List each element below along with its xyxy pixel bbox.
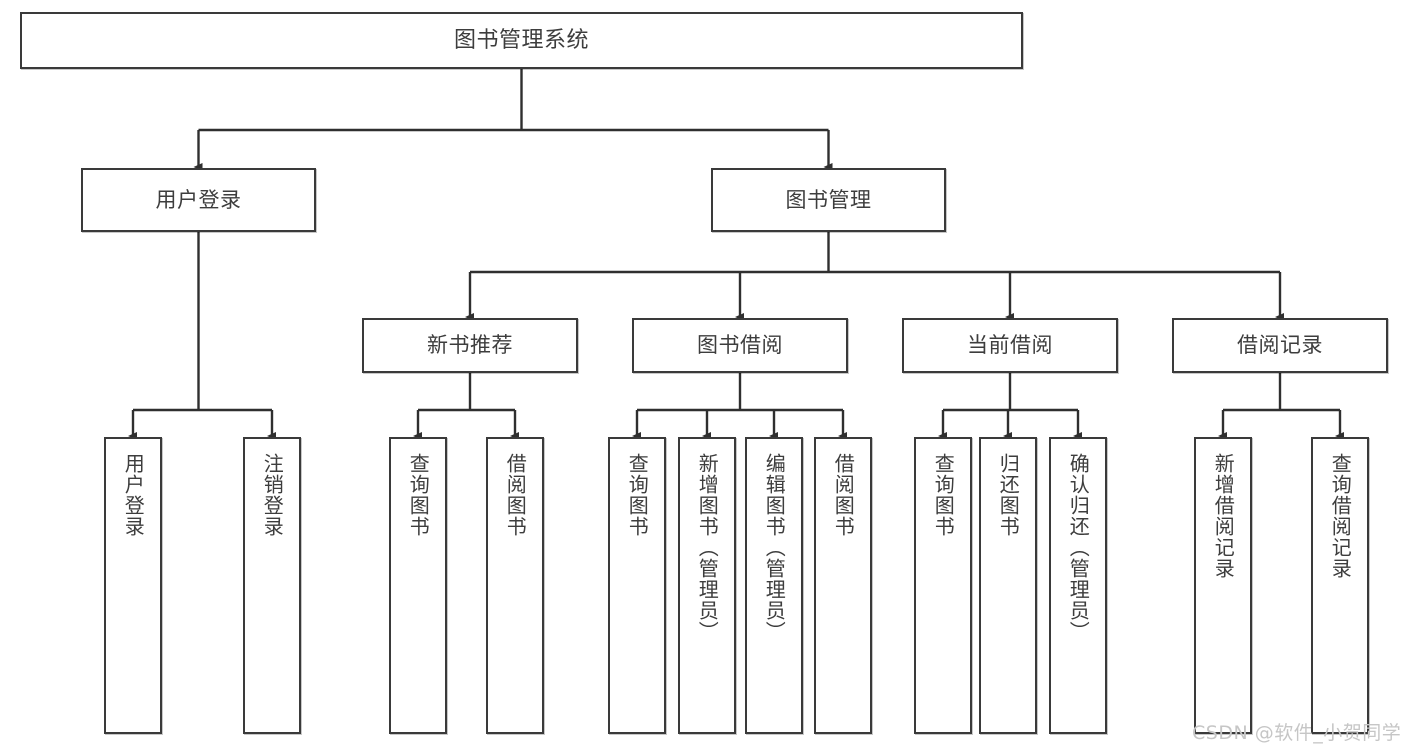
node-leaf-query-record[interactable]: 查询借阅记录 — [1311, 437, 1369, 734]
node-label-leaf-query-book-3: 查询图书 — [931, 453, 956, 537]
node-root[interactable]: 图书管理系统 — [20, 12, 1023, 69]
node-label-leaf-confirm-return: 确认归还（管理员） — [1066, 453, 1091, 642]
node-book-manage[interactable]: 图书管理 — [711, 168, 946, 232]
node-leaf-query-book-1[interactable]: 查询图书 — [389, 437, 447, 734]
node-leaf-user-logout[interactable]: 注销登录 — [243, 437, 301, 734]
node-label-book-borrow: 图书借阅 — [697, 333, 783, 358]
node-label-leaf-return-book: 归还图书 — [996, 453, 1021, 537]
node-leaf-user-login[interactable]: 用户登录 — [104, 437, 162, 734]
node-label-leaf-query-record: 查询借阅记录 — [1328, 453, 1353, 579]
node-leaf-query-book-2[interactable]: 查询图书 — [608, 437, 666, 734]
node-label-leaf-add-book: 新增图书（管理员） — [695, 453, 720, 642]
node-label-leaf-user-login: 用户登录 — [121, 453, 146, 537]
node-leaf-add-record[interactable]: 新增借阅记录 — [1194, 437, 1252, 734]
node-leaf-return-book[interactable]: 归还图书 — [979, 437, 1037, 734]
node-leaf-edit-book[interactable]: 编辑图书（管理员） — [745, 437, 803, 734]
node-leaf-query-book-3[interactable]: 查询图书 — [914, 437, 972, 734]
csdn-watermark: CSDN @软件_小贺同学 — [1192, 722, 1402, 744]
node-book-borrow[interactable]: 图书借阅 — [632, 318, 848, 373]
node-label-leaf-borrow-book-2: 借阅图书 — [831, 453, 856, 537]
node-label-leaf-edit-book: 编辑图书（管理员） — [762, 453, 787, 642]
node-label-book-manage: 图书管理 — [785, 187, 872, 212]
node-label-new-book-rec: 新书推荐 — [427, 333, 513, 358]
node-label-borrow-record: 借阅记录 — [1237, 333, 1323, 358]
node-current-borrow[interactable]: 当前借阅 — [902, 318, 1118, 373]
node-label-current-borrow: 当前借阅 — [967, 333, 1053, 358]
node-new-book-rec[interactable]: 新书推荐 — [362, 318, 578, 373]
node-leaf-borrow-book-1[interactable]: 借阅图书 — [486, 437, 544, 734]
node-label-leaf-query-book-1: 查询图书 — [406, 453, 431, 537]
node-label-leaf-add-record: 新增借阅记录 — [1211, 453, 1236, 579]
node-label-leaf-borrow-book-1: 借阅图书 — [503, 453, 528, 537]
node-user-login[interactable]: 用户登录 — [81, 168, 316, 232]
node-label-root: 图书管理系统 — [453, 27, 589, 53]
node-leaf-add-book[interactable]: 新增图书（管理员） — [678, 437, 736, 734]
node-borrow-record[interactable]: 借阅记录 — [1172, 318, 1388, 373]
node-label-user-login: 用户登录 — [155, 187, 242, 212]
node-label-leaf-user-logout: 注销登录 — [260, 453, 285, 537]
node-leaf-borrow-book-2[interactable]: 借阅图书 — [814, 437, 872, 734]
node-label-leaf-query-book-2: 查询图书 — [625, 453, 650, 537]
node-leaf-confirm-return[interactable]: 确认归还（管理员） — [1049, 437, 1107, 734]
